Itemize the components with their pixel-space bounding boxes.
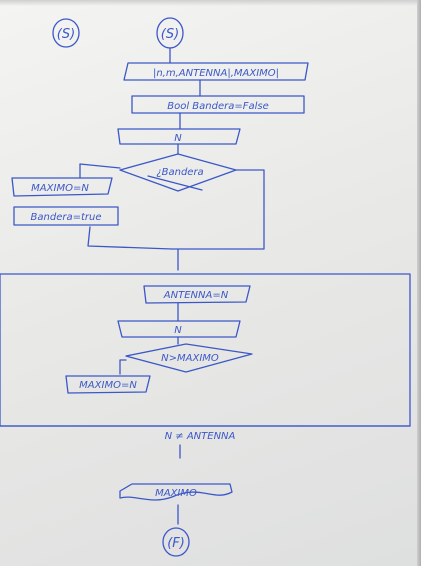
assign-antenna-step-label: ANTENNA=N — [163, 290, 229, 301]
set-flag-true-step: Bandera=true — [13, 206, 119, 226]
start-connector-right-label: (S) — [161, 27, 179, 42]
start-connector-left-label: (S) — [57, 27, 75, 42]
end-connector-label: (F) — [167, 536, 185, 551]
decision-no-branch — [171, 169, 265, 250]
bool-init-step: Bool Bandera=False — [131, 95, 305, 114]
start-connector-left: (S) — [52, 18, 80, 48]
flag-decision-label: ¿Bandera — [156, 167, 203, 178]
merge-line — [87, 226, 173, 250]
input-step: |n,m,ANTENNA|,MAXIMO| — [123, 62, 309, 81]
read-n-step: N — [117, 128, 241, 145]
bool-init-step-label: Bool Bandera=False — [167, 101, 269, 112]
read-n-loop-step: N — [117, 320, 241, 338]
compare-decision: N>MAXIMO — [125, 343, 253, 373]
input-step-label: |n,m,ANTENNA|,MAXIMO| — [153, 68, 279, 79]
set-max-step: MAXIMO=N — [11, 177, 113, 197]
read-n-step-label: N — [174, 133, 182, 144]
set-max-step-label: MAXIMO=N — [31, 183, 89, 194]
output-step-label: MAXIMO — [155, 488, 197, 499]
cross-stroke — [147, 175, 203, 191]
start-connector-right: (S) — [156, 17, 184, 49]
end-connector: (F) — [162, 527, 190, 557]
read-n-loop-step-label: N — [174, 325, 182, 336]
paper-edge-right — [417, 0, 421, 566]
loop-condition-label: N ≠ ANTENNA — [165, 431, 236, 442]
output-step: MAXIMO — [119, 483, 233, 501]
assign-max-loop-step: MAXIMO=N — [65, 375, 151, 394]
flag-decision: ¿Bandera — [119, 153, 237, 192]
assign-max-loop-step-label: MAXIMO=N — [79, 380, 137, 391]
paper-edge-top — [0, 0, 421, 6]
assign-antenna-step: ANTENNA=N — [143, 285, 251, 304]
compare-yes-branch — [119, 359, 127, 375]
set-flag-true-step-label: Bandera=true — [31, 212, 102, 223]
decision-yes-branch — [79, 163, 121, 179]
compare-decision-label: N>MAXIMO — [161, 353, 219, 364]
